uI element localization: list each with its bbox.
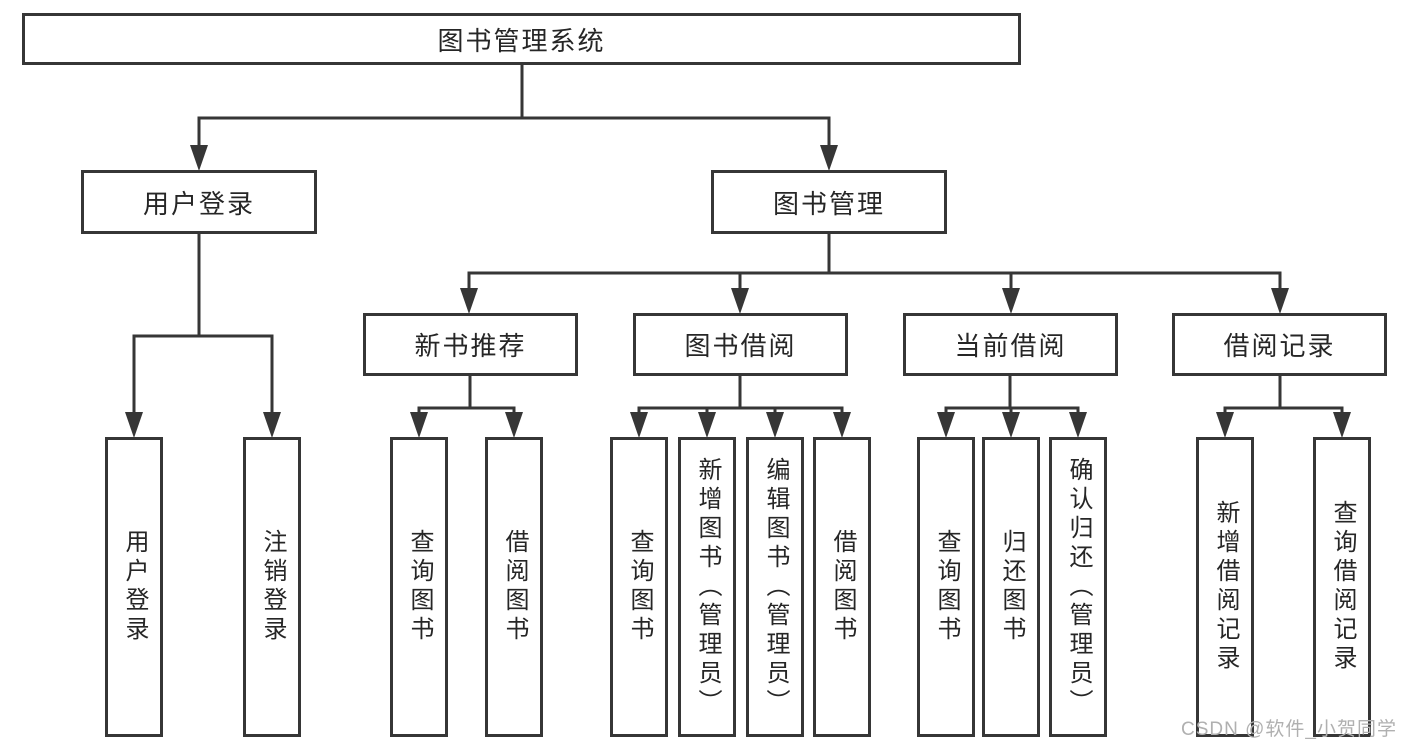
leaf-query-book-borrow-label: 查询图书 — [626, 529, 653, 645]
leaf-logout-label: 注销登录 — [259, 529, 286, 645]
leaf-query-book-recommend-label: 查询图书 — [406, 529, 433, 645]
leaf-query-book-current: 查询图书 — [917, 437, 975, 737]
leaf-edit-book-admin-label: 编辑图书（管理员） — [762, 456, 789, 718]
leaf-add-book-admin-label: 新增图书（管理员） — [694, 456, 721, 718]
leaf-add-book-admin: 新增图书（管理员） — [678, 437, 736, 737]
leaf-query-borrow-record-label: 查询借阅记录 — [1329, 500, 1356, 674]
leaf-query-book-current-label: 查询图书 — [933, 529, 960, 645]
node-book-borrow: 图书借阅 — [633, 313, 848, 376]
leaf-borrow-book-borrow: 借阅图书 — [813, 437, 871, 737]
leaf-query-book-recommend: 查询图书 — [390, 437, 448, 737]
leaf-borrow-book-recommend-label: 借阅图书 — [501, 529, 528, 645]
leaf-borrow-book-recommend: 借阅图书 — [485, 437, 543, 737]
leaf-logout: 注销登录 — [243, 437, 301, 737]
csdn-watermark: CSDN @软件_小贺同学 — [1181, 719, 1397, 740]
leaf-user-login-label: 用户登录 — [121, 529, 148, 645]
leaf-edit-book-admin: 编辑图书（管理员） — [746, 437, 804, 737]
node-book-management: 图书管理 — [711, 170, 947, 234]
arrowheads — [125, 145, 1351, 438]
leaf-confirm-return-admin-label: 确认归还（管理员） — [1065, 456, 1092, 718]
leaf-query-book-borrow: 查询图书 — [610, 437, 668, 737]
node-borrow-record: 借阅记录 — [1172, 313, 1387, 376]
leaf-return-book: 归还图书 — [982, 437, 1040, 737]
leaf-add-borrow-record-label: 新增借阅记录 — [1212, 500, 1239, 674]
node-current-borrow: 当前借阅 — [903, 313, 1118, 376]
leaf-return-book-label: 归还图书 — [998, 529, 1025, 645]
node-new-book-recommend: 新书推荐 — [363, 313, 578, 376]
node-user-login: 用户登录 — [81, 170, 317, 234]
leaf-query-borrow-record: 查询借阅记录 — [1313, 437, 1371, 737]
node-root-system: 图书管理系统 — [22, 13, 1021, 65]
leaf-user-login: 用户登录 — [105, 437, 163, 737]
leaf-confirm-return-admin: 确认归还（管理员） — [1049, 437, 1107, 737]
leaf-add-borrow-record: 新增借阅记录 — [1196, 437, 1254, 737]
leaf-borrow-book-borrow-label: 借阅图书 — [829, 529, 856, 645]
